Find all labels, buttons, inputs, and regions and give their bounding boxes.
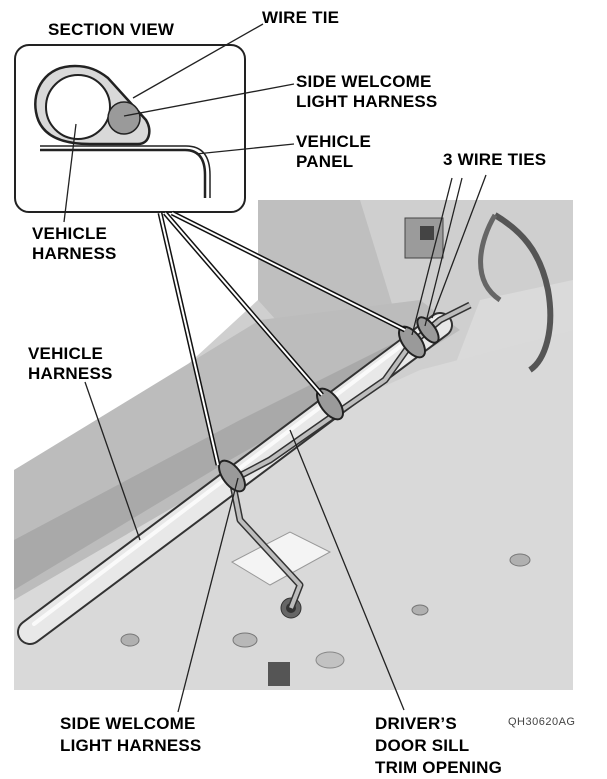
door-sill-label-line2: DOOR SILL: [375, 736, 470, 755]
side-welcome-bottom-label-line2: LIGHT HARNESS: [60, 736, 202, 755]
vehicle-harness-main-label-line2: HARNESS: [28, 364, 113, 383]
side-welcome-inset-label-line1: SIDE WELCOME: [296, 72, 432, 91]
vehicle-harness-inset-label-line2: HARNESS: [32, 244, 117, 263]
leader-lines: [63, 23, 487, 713]
section-view-title: SECTION VIEW: [48, 20, 175, 39]
section-view-inset: [14, 44, 246, 213]
inset-callout-lines: [157, 210, 407, 466]
three-wire-ties-label: 3 WIRE TIES: [443, 150, 547, 169]
vehicle-panel-label-line1: VEHICLE: [296, 132, 372, 151]
wire-tie-label: WIRE TIE: [262, 8, 340, 27]
vehicle-harness-main-label-line1: VEHICLE: [28, 344, 104, 363]
vehicle-harness-inset-label-line1: VEHICLE: [32, 224, 108, 243]
door-sill-label-line1: DRIVER’S: [375, 714, 457, 733]
side-welcome-inset-label-line2: LIGHT HARNESS: [296, 92, 438, 111]
vehicle-panel-label-line2: PANEL: [296, 152, 354, 171]
figure-code: QH30620AG: [508, 716, 576, 728]
side-welcome-bottom-label-line1: SIDE WELCOME: [60, 714, 196, 733]
door-sill-label-line3: TRIM OPENING: [375, 758, 503, 777]
